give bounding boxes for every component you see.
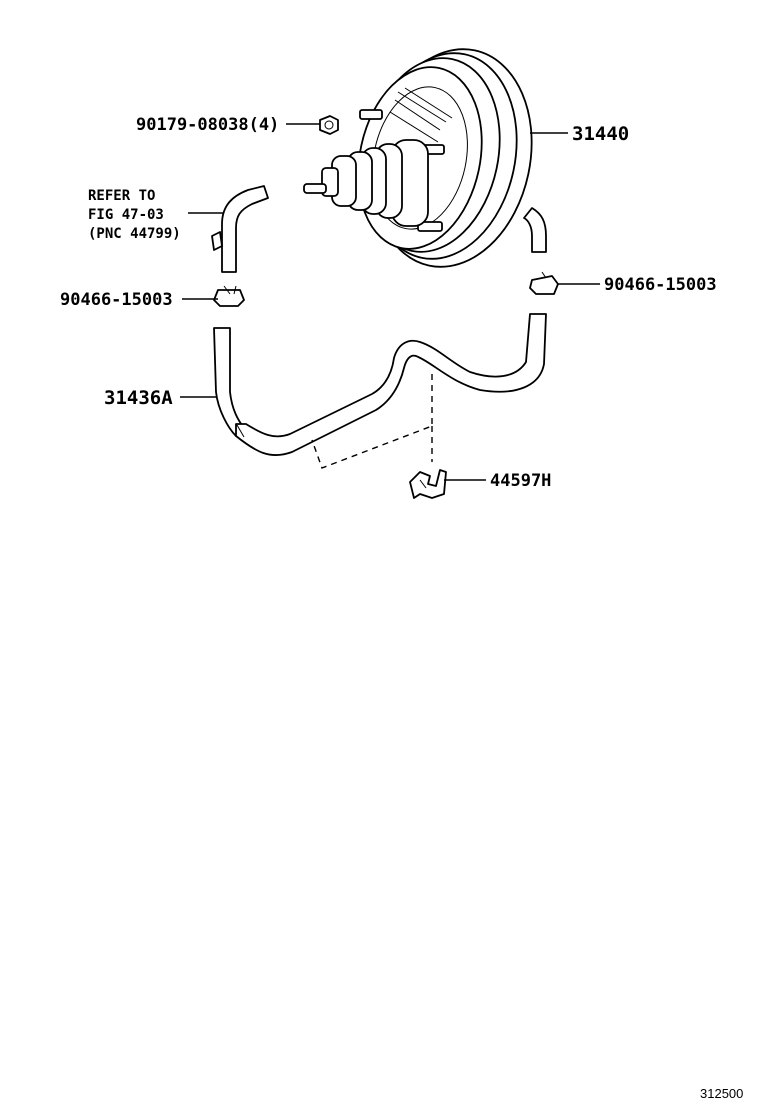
callout-hose-clamp: 44597H — [490, 471, 551, 491]
check-valve-hose — [211, 185, 269, 273]
hose-clamp — [409, 469, 447, 499]
locator-dashed — [311, 374, 433, 469]
callout-clamp-right: 90466-15003 — [604, 275, 717, 295]
callout-refer-line2: FIG 47-03 — [88, 207, 164, 223]
booster-outlet-pipe — [523, 207, 547, 253]
callout-vacuum-hose: 31436A — [104, 387, 173, 409]
figure-id: 312500 — [700, 1086, 743, 1101]
callout-clamp-left: 90466-15003 — [60, 290, 173, 310]
callout-booster: 31440 — [572, 123, 629, 145]
nut-90179 — [319, 115, 339, 135]
callout-booster-bolt: 90179-08038(4) — [136, 115, 279, 135]
callout-refer-line1: REFER TO — [88, 188, 155, 204]
vacuum-hose — [213, 313, 547, 456]
clamp-left — [213, 285, 245, 307]
callout-refer-line3: (PNC 44799) — [88, 226, 181, 242]
booster-boot — [303, 139, 429, 227]
clamp-right — [529, 271, 559, 295]
brake-booster — [303, 48, 533, 268]
